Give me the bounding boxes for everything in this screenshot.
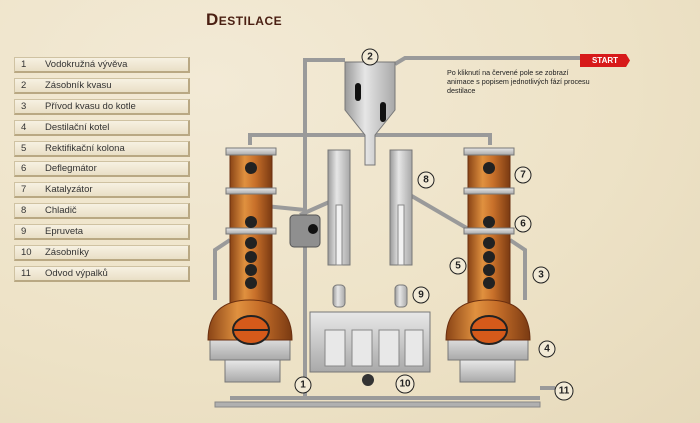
callout-5: 5 xyxy=(455,261,461,272)
start-button[interactable]: START xyxy=(580,54,630,67)
legend-item-7[interactable]: 7 Katalyzátor xyxy=(14,182,190,199)
legend-label: Epruveta xyxy=(45,226,84,238)
callout-3: 3 xyxy=(538,270,544,281)
callouts: 1 2 3 4 5 6 7 8 9 10 11 xyxy=(294,48,574,401)
vacuum-port xyxy=(308,224,318,234)
legend-number: 10 xyxy=(21,247,32,259)
legend-number: 7 xyxy=(21,184,27,196)
callout-4: 4 xyxy=(544,344,550,355)
legend-item-11[interactable]: 11 Odvod výpalků xyxy=(14,265,190,282)
legend-label: Vodokružná vývěva xyxy=(45,59,128,70)
legend-item-9[interactable]: 9 Epruveta xyxy=(14,224,190,241)
callout-10: 10 xyxy=(399,379,411,390)
legend-number: 1 xyxy=(21,59,27,70)
legend-label: Chladič xyxy=(45,205,77,217)
callout-8: 8 xyxy=(423,175,429,186)
legend-number: 2 xyxy=(21,79,27,91)
right-boiler xyxy=(445,299,531,383)
callout-1: 1 xyxy=(300,380,306,391)
legend-item-4[interactable]: 4 Destilační kotel xyxy=(14,119,190,136)
callout-2: 2 xyxy=(367,52,373,63)
base-frame xyxy=(214,401,541,408)
condensers xyxy=(327,149,413,308)
left-boiler xyxy=(207,299,293,383)
legend-item-5[interactable]: 5 Rektifikační kolona xyxy=(14,140,190,157)
legend-label: Katalyzátor xyxy=(45,184,93,196)
callout-7: 7 xyxy=(520,170,526,181)
legend-item-10[interactable]: 10 Zásobníky xyxy=(14,245,190,262)
legend-number: 3 xyxy=(21,100,27,112)
legend-label: Odvod výpalků xyxy=(45,267,108,279)
legend-label: Deflegmátor xyxy=(45,163,97,175)
legend-label: Zásobník kvasu xyxy=(45,79,112,91)
vacuum-unit xyxy=(289,214,321,248)
instruction-text: Po kliknutí na červené pole se zobrazí a… xyxy=(447,68,590,95)
reservoir xyxy=(344,61,396,166)
legend-item-8[interactable]: 8 Chladič xyxy=(14,203,190,220)
right-column xyxy=(463,147,515,306)
legend-label: Rektifikační kolona xyxy=(45,142,125,154)
collection-tanks xyxy=(309,311,431,386)
legend-label: Destilační kotel xyxy=(45,121,110,133)
legend-item-2[interactable]: 2 Zásobník kvasu xyxy=(14,77,190,94)
legend-label: Přívod kvasu do kotle xyxy=(45,100,136,112)
callout-9: 9 xyxy=(418,290,424,301)
legend-number: 4 xyxy=(21,121,27,133)
legend-number: 5 xyxy=(21,142,27,154)
callout-6: 6 xyxy=(520,219,526,230)
legend-number: 9 xyxy=(21,226,27,238)
legend-number: 8 xyxy=(21,205,27,217)
legend-label: Zásobníky xyxy=(45,247,89,259)
legend-number: 6 xyxy=(21,163,27,175)
legend-list: 1 Vodokružná vývěva 2 Zásobník kvasu 3 Přív… xyxy=(14,57,190,287)
callout-11: 11 xyxy=(559,386,570,397)
page-title: Destilace xyxy=(206,10,283,29)
left-column xyxy=(225,147,277,306)
legend-number: 11 xyxy=(21,267,31,279)
legend-item-6[interactable]: 6 Deflegmátor xyxy=(14,161,190,178)
legend-item-3[interactable]: 3 Přívod kvasu do kotle xyxy=(14,98,190,115)
legend-item-1[interactable]: 1 Vodokružná vývěva xyxy=(14,57,190,73)
